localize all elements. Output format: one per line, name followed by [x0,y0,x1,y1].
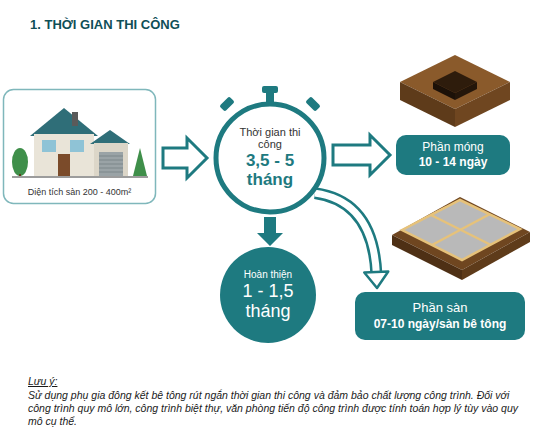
note-heading: Lưu ý: [28,375,148,388]
node-heading: Phần sàn [413,301,468,315]
title: 1. THỜI GIAN THI CÔNG [30,17,180,32]
connector-arrow [163,138,207,178]
node-value: 07-10 ngày/sàn bê tông [374,318,507,331]
node-value: 1 - 1,5 tháng [235,282,301,322]
connector-arrow [315,193,388,288]
node-value: 10 - 14 ngày [419,156,488,169]
node-heading: Hoàn thiện [244,269,292,280]
node-value: 3,5 - 5 tháng [230,152,310,189]
pill-outline [355,292,525,340]
connector-arrow [257,217,283,246]
node-heading: Thời gian thi công [235,126,305,150]
stage-box: Phần móng 10 - 14 ngày [396,135,510,175]
node-heading: Diện tích sàn 200 - 400m² [28,188,132,198]
node-content: Phần sàn 07-10 ngày/sàn bê tông [355,292,525,340]
node-content: Hoàn thiện 1 - 1,5 tháng [220,247,316,343]
connector-arrow [333,135,390,175]
note-text: Sử dụng phụ gia đông kết bê tông rút ngắ… [28,389,523,428]
foundation-illustration [400,55,510,127]
stopwatch-circle: Thời gian thi công3,5 - 5 tháng [213,101,327,215]
house-box: Diện tích sàn 200 - 400m² [2,88,157,205]
node-content: Thời gian thi công3,5 - 5 tháng [213,101,327,215]
node-content: Diện tích sàn 200 - 400m² [2,88,157,205]
node-content: Phần móng 10 - 14 ngày [396,135,510,175]
finish-circle: Hoàn thiện 1 - 1,5 tháng [220,247,316,343]
node-heading: Phần móng [422,141,483,154]
stage-box: Phần sàn 07-10 ngày/sàn bê tông [355,292,525,340]
slab-illustration [392,197,530,280]
